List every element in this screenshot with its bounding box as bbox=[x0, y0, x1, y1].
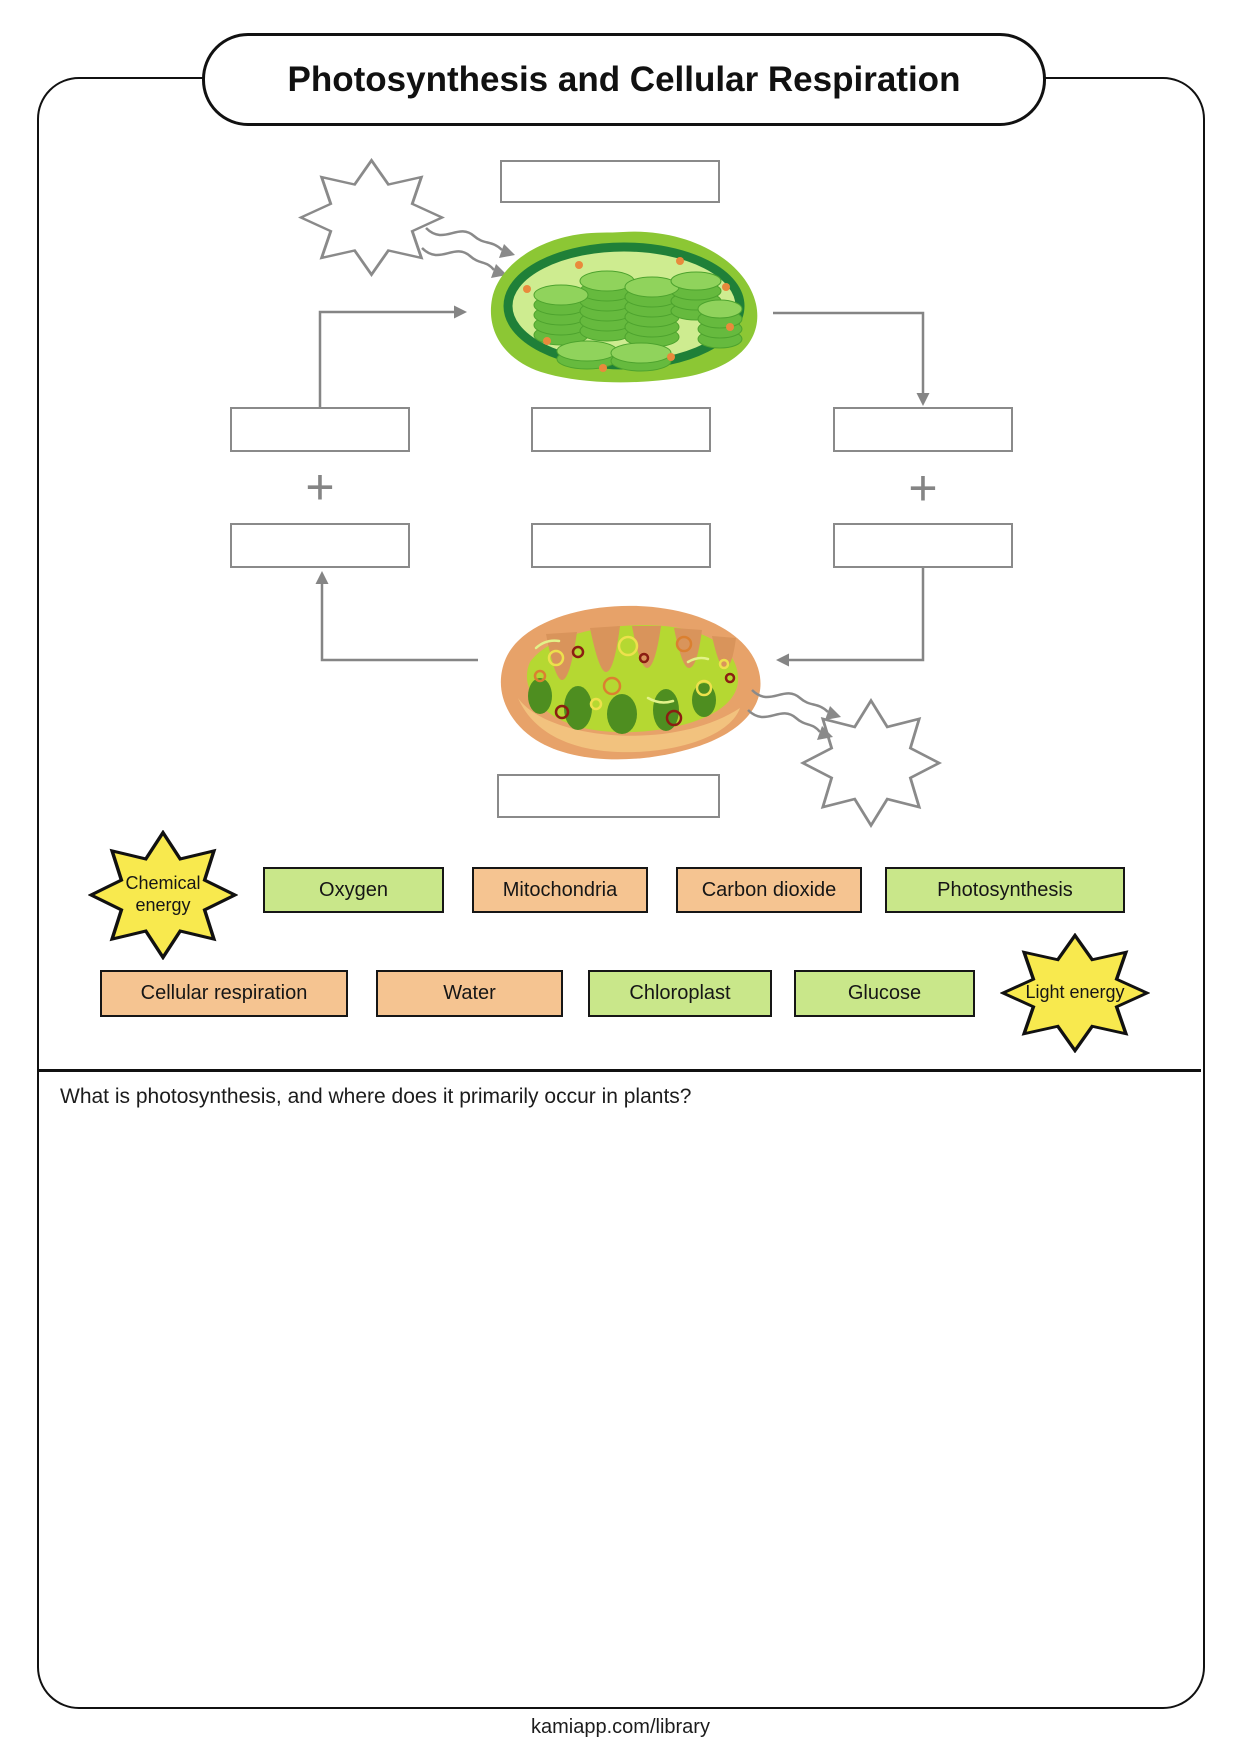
word-chip-label: Water bbox=[443, 982, 496, 1004]
word-chip-label: Oxygen bbox=[319, 878, 388, 901]
word-chip-label: Carbon dioxide bbox=[701, 878, 837, 901]
answer-box-right-1[interactable] bbox=[833, 407, 1013, 452]
word-chip-chloroplast: Chloroplast bbox=[588, 970, 772, 1017]
word-chip-photosynthesis: Photosynthesis bbox=[885, 867, 1125, 913]
plus-sign-right: + bbox=[908, 460, 938, 516]
section-divider bbox=[38, 1069, 1201, 1072]
word-chip-water: Water bbox=[376, 970, 563, 1017]
light-energy-label: Light energy bbox=[1025, 982, 1125, 1003]
word-chip-oxygen: Oxygen bbox=[263, 867, 444, 913]
word-chip-label: Glucose bbox=[847, 982, 922, 1004]
word-chip-label: Mitochondria bbox=[502, 878, 618, 901]
word-chip-glucose: Glucose bbox=[794, 970, 975, 1017]
light-energy-star: Light energy bbox=[1000, 933, 1150, 1053]
plus-sign-left: + bbox=[305, 459, 335, 515]
mitochondria-illustration bbox=[500, 605, 761, 760]
word-chip-label: Cellular respiration bbox=[140, 982, 308, 1004]
answer-star-top[interactable] bbox=[298, 158, 445, 277]
word-chip-label: Chloroplast bbox=[629, 982, 731, 1004]
answer-area[interactable] bbox=[40, 1120, 1198, 1700]
answer-star-bottom[interactable] bbox=[800, 698, 942, 828]
chloroplast-illustration bbox=[490, 231, 758, 383]
starburst-icon bbox=[298, 158, 445, 277]
answer-box-left-1[interactable] bbox=[230, 407, 410, 452]
answer-box-right-2[interactable] bbox=[833, 523, 1013, 568]
starburst-icon bbox=[88, 830, 238, 960]
wavy-arrows-bottom-icon bbox=[747, 689, 841, 740]
answer-box-center-1[interactable] bbox=[531, 407, 711, 452]
starburst-icon bbox=[800, 698, 942, 828]
answer-box-center-2[interactable] bbox=[531, 523, 711, 568]
word-chip-label: Photosynthesis bbox=[937, 878, 1073, 901]
page-title: Photosynthesis and Cellular Respiration bbox=[287, 59, 961, 99]
chemical-energy-star: Chemical energy bbox=[88, 830, 238, 960]
question-prompt: What is photosynthesis, and where does i… bbox=[60, 1085, 692, 1108]
word-chip-carbon-dioxide: Carbon dioxide bbox=[676, 867, 862, 913]
wavy-arrows-top-icon bbox=[421, 227, 515, 278]
answer-box-bottom[interactable] bbox=[497, 774, 720, 818]
chemical-energy-label: Chemical energy bbox=[125, 873, 201, 915]
title-banner: Photosynthesis and Cellular Respiration bbox=[202, 33, 1046, 126]
starburst-icon bbox=[1000, 933, 1150, 1053]
footer-link: kamiapp.com/library bbox=[531, 1716, 710, 1738]
answer-box-top[interactable] bbox=[500, 160, 720, 203]
answer-box-left-2[interactable] bbox=[230, 523, 410, 568]
word-chip-mitochondria: Mitochondria bbox=[472, 867, 648, 913]
word-chip-cellular-respiration: Cellular respiration bbox=[100, 970, 348, 1017]
